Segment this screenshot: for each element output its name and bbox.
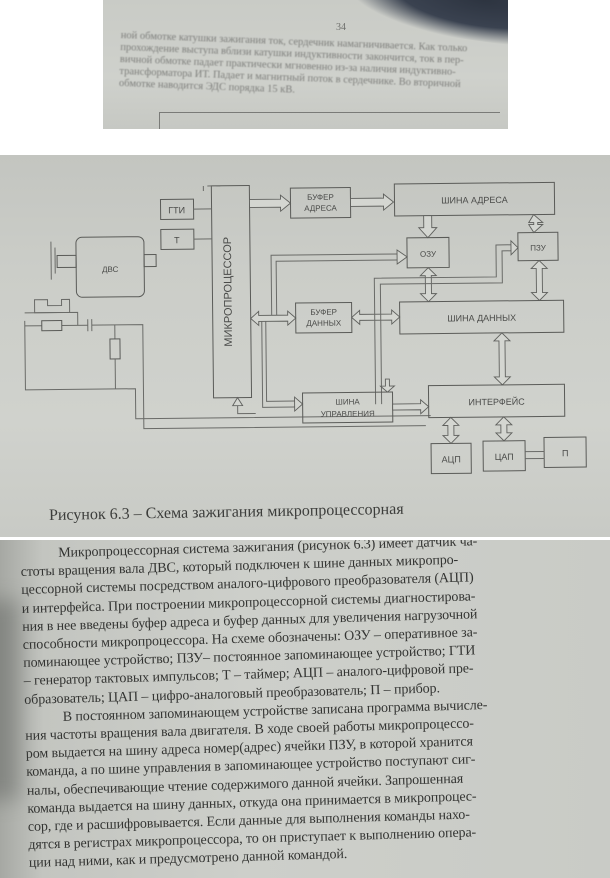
arrow [392, 398, 430, 415]
dvs-output-shaft [143, 253, 157, 268]
timer-label: Т [174, 235, 180, 245]
arrow [527, 213, 544, 234]
arrow [250, 310, 297, 327]
resistor [41, 319, 63, 332]
device-block [543, 436, 587, 468]
ram-label: ОЗУ [420, 250, 437, 259]
arrow [417, 215, 438, 239]
arrow [249, 194, 292, 213]
bus-line [270, 253, 398, 316]
body-text-photo: Микропроцессорная система зажигания (рис… [0, 540, 610, 878]
block-diagram: МИКРОПРОЦЕССОР ГТИ Т ДВС БУФЕР [24, 181, 587, 475]
bus-line [373, 244, 512, 405]
address-bus-block [393, 181, 556, 217]
address-buffer-label-2: АДРЕСА [304, 204, 337, 213]
arrow [396, 249, 408, 265]
interface-label: ИНТЕРФЕЙС [468, 396, 525, 408]
arrow [231, 396, 244, 407]
microprocessor-block [210, 185, 253, 399]
bus-line [261, 321, 295, 408]
speed-sensor [34, 298, 71, 314]
address-buffer-label-1: БУФЕР [307, 193, 334, 202]
top-paragraph: ной обмотке катушки зажигания ток, серде… [119, 30, 501, 105]
arrow [492, 332, 512, 386]
arrow [510, 239, 519, 256]
gti-label: ГТИ [168, 205, 185, 215]
dac-label: ЦАП [495, 452, 514, 462]
address-bus-label: ШИНА АДРЕСА [441, 195, 508, 206]
interface-block [427, 383, 566, 419]
arrow [419, 267, 438, 303]
arrow [350, 193, 395, 212]
arrow [351, 309, 401, 326]
top-page-photo: 34 ной обмотке катушки зажигания ток, се… [103, 0, 508, 129]
arrow [379, 378, 396, 393]
arrow [294, 396, 304, 413]
figure-frame-top [159, 112, 500, 129]
bus-line [525, 450, 545, 460]
rom-block [517, 231, 559, 262]
arrow [441, 416, 461, 445]
resistor [109, 338, 121, 360]
data-bus-label: ШИНА ДАННЫХ [447, 313, 516, 324]
diagram-photo: МИКРОПРОЦЕССОР ГТИ Т ДВС БУФЕР [0, 155, 610, 537]
data-buffer-label-2: ДАННЫХ [306, 319, 341, 328]
wire [24, 324, 426, 430]
finger-shadow [0, 600, 20, 800]
page-number: 34 [336, 22, 346, 33]
microprocessor-label: МИКРОПРОЦЕССОР [222, 237, 235, 347]
adc-label: АЦП [442, 454, 461, 464]
control-bus-label-1: ШИНА [335, 397, 360, 406]
control-bus-label-2: УПРАВЛЕНИЯ [321, 409, 375, 419]
body-paragraphs: Микропроцессорная система зажигания (рис… [20, 540, 609, 874]
dvs-input-shaft [56, 254, 77, 269]
rom-label: ПЗУ [530, 243, 547, 252]
wire [24, 320, 431, 420]
arrow [530, 259, 549, 302]
data-bus-block [399, 299, 565, 335]
dvs-label: ДВС [102, 265, 119, 274]
data-buffer-label-1: БУФЕР [310, 308, 337, 317]
arrow [494, 416, 514, 442]
device-label: П [562, 448, 569, 458]
wire [24, 311, 79, 326]
